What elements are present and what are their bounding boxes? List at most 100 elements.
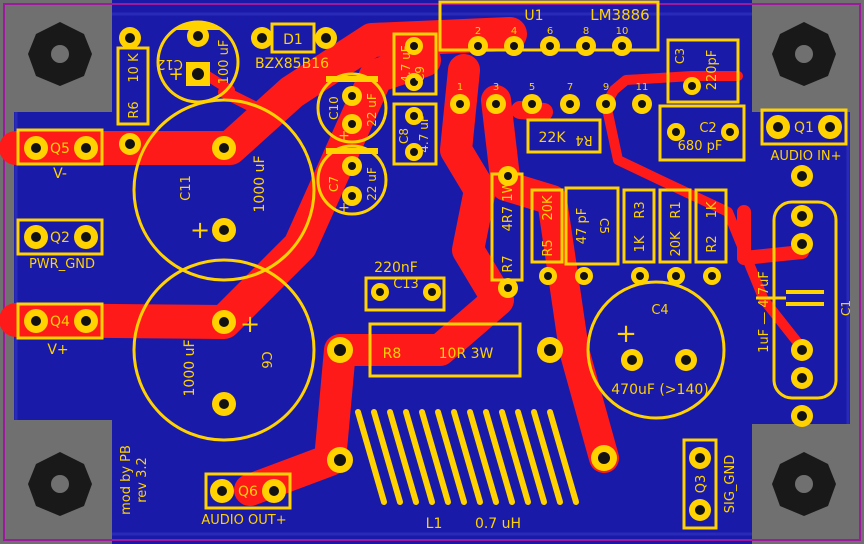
pad [703,267,721,285]
c4-value-label: 470uF (>140) [611,382,708,398]
c8-outline [392,102,438,166]
coil-winding [387,409,419,505]
r2-value-label: 1K [705,201,720,218]
pad [539,267,557,285]
pad [576,36,596,56]
u1-pin-label: 6 [547,26,553,37]
pad [210,479,234,503]
trace-pwr-gnd [234,54,514,506]
screw-mount-icon [772,22,836,86]
screw-mount-icon [772,452,836,516]
r6-value-label: 10 K [127,53,142,83]
coil-winding [499,409,531,505]
pad [327,447,353,473]
c3-value-label: 220pF [705,50,720,91]
pad [486,94,506,114]
c7-outline [316,144,388,216]
q3-outline [682,438,718,530]
u1-pin-label: 10 [616,26,629,37]
pad [766,115,790,139]
pad [791,405,813,427]
pad [371,283,389,301]
c5-value-label: 47 pF [575,208,590,244]
c12-value-label: 100 uF [217,40,232,85]
q2-label: PWR_GND [29,257,95,272]
coil-winding [515,409,547,505]
pad [468,36,488,56]
pad [251,27,273,49]
u1-ref-label: U1 [524,8,543,24]
d1-value-label: BZX85B16 [255,56,329,72]
pad [791,165,813,187]
pad [212,310,236,334]
pad [631,267,649,285]
r4-value-label: 22K [539,130,567,146]
pad [721,123,739,141]
c12-outline [156,20,240,104]
revision-label: rev 3.2 [135,457,150,503]
hardware-rail-right [850,112,864,424]
u1-pin-label: 5 [529,82,535,93]
trace-feedback [601,71,743,109]
pad [342,86,362,106]
r4-outline [526,118,602,154]
pad [24,136,48,160]
pad [74,309,98,333]
pad [818,115,842,139]
c12-polarity-mark: + [168,64,183,85]
c2-value-label: 680 pF [678,139,723,154]
c6-value-label: 1000 uF [182,339,198,396]
c10-value-label: 22 uF [365,93,379,127]
coil-winding [547,409,579,505]
pad [689,499,711,521]
pad [119,27,141,49]
pad [791,205,813,227]
c4-ref-label: C4 [651,303,668,318]
pad [186,62,210,86]
pad [212,218,236,242]
pad [327,337,353,363]
u1-pin-label: 11 [636,82,649,93]
c11-ref-label: C11 [179,175,194,201]
c7-value-label: 22 uF [365,167,379,201]
c7-polarity-mark: + [338,200,350,216]
q3-ref-label: Q3 [694,475,709,494]
pad [212,136,236,160]
c6-ref-label: C6 [258,351,273,368]
pad [24,225,48,249]
u1-pin-label: 1 [457,82,463,93]
coil-winding [467,409,499,505]
trace-v-plus-rail [0,43,441,339]
r7-value-label: 4R7 1W [501,180,516,231]
pad [24,309,48,333]
c3-outline [666,38,740,104]
q1-label: AUDIO IN+ [770,149,841,164]
pad [342,186,362,206]
pad [498,278,518,298]
pad [262,479,286,503]
pad [450,94,470,114]
pad [537,337,563,363]
trace-gnd-bus [737,205,809,265]
c10-outline [316,72,388,144]
pad [119,133,141,155]
pad [504,36,524,56]
c10-polarity-mark: + [338,128,350,144]
pad [791,233,813,255]
coil-winding [435,409,467,505]
c9-ref-label: C9 [413,66,427,82]
c8-ref-label: C8 [397,128,411,144]
q6-outline [204,472,292,510]
q2-outline [16,218,104,256]
r1-value-label: 20K [669,231,684,257]
coil-winding [403,409,435,505]
c3-ref-label: C3 [673,48,687,64]
r6-ref-label: R6 [127,101,142,118]
c11-value-label: 1000 uF [252,155,268,212]
trace-top-left [218,86,298,116]
r3-outline [622,188,656,264]
r8-value-label: 10R 3W [439,346,494,362]
screw-mount-icon [28,452,92,516]
u1-pin-label: 7 [567,82,573,93]
